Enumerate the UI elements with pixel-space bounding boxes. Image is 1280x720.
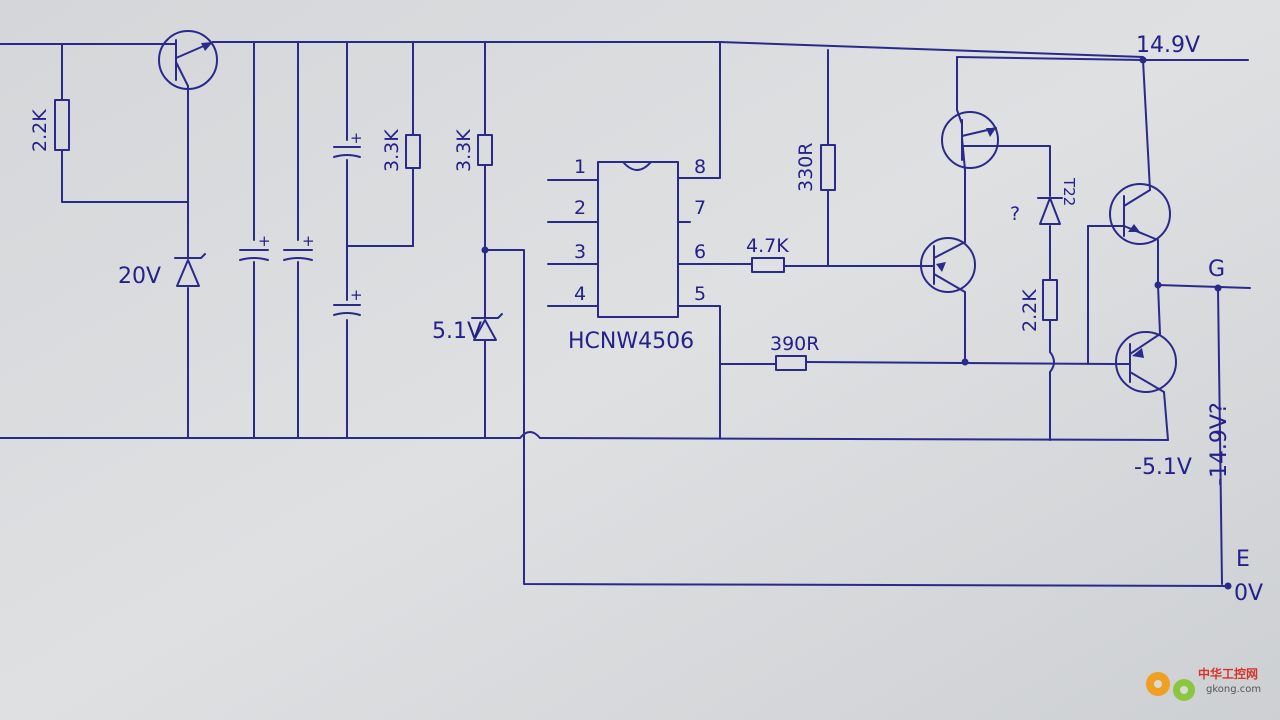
label-diode-mark: ? — [1010, 203, 1020, 225]
capacitor-c1: + — [239, 232, 271, 261]
resistor-r330 — [820, 144, 836, 191]
junction-dot — [1214, 284, 1222, 292]
label-diode-part: T22 — [1060, 177, 1078, 206]
label-r-3k3-a: 3.3K — [381, 129, 403, 172]
zener-5v1 — [471, 313, 503, 341]
junction-dot — [961, 358, 969, 366]
resistor-r33b — [477, 134, 493, 166]
wire-out-upper-collector — [1142, 59, 1151, 191]
watermark: 中华工控网 gkong.com — [1146, 666, 1261, 701]
gear-icon — [1146, 672, 1170, 696]
junction-dot — [481, 246, 489, 254]
transistor-output-upper — [1109, 183, 1171, 245]
ic-pin-3: 3 — [574, 241, 586, 263]
svg-text:+: + — [350, 286, 363, 304]
wire-crossover — [519, 431, 541, 439]
label-r-3k3-b: 3.3K — [453, 129, 475, 172]
transistor-output-lower — [1111, 331, 1177, 393]
gear-icon — [1173, 679, 1195, 701]
ic-pin-4: 4 — [574, 283, 586, 305]
capacitor-c3: + — [333, 129, 363, 158]
ic-pin-8: 8 — [694, 156, 706, 178]
transistor-lower-driver — [920, 237, 976, 293]
wire-rbase-bottom — [61, 149, 189, 203]
ic-pin-5: 5 — [694, 283, 706, 305]
wire-zero-volt-return — [484, 249, 1229, 587]
svg-text:+: + — [258, 232, 271, 250]
junction-dot — [1139, 56, 1147, 64]
ic-part-number: HCNW4506 — [568, 329, 694, 354]
transistor-upper-driver — [941, 109, 1001, 171]
label-r-2k2-right: 2.2K — [1019, 289, 1041, 332]
ic-pin-1: 1 — [574, 156, 586, 178]
label-zener-20v: 20V — [118, 264, 161, 289]
label-r-4k7: 4.7K — [746, 235, 789, 257]
resistor-r47 — [751, 257, 785, 273]
label-r-390: 390R — [770, 333, 819, 355]
wire-g-terminal — [1157, 284, 1251, 289]
watermark-url: gkong.com — [1206, 684, 1261, 695]
label-zener-5v1: 5.1V — [432, 319, 482, 344]
junction-dot — [1224, 582, 1232, 590]
label-r-base: 2.2K — [29, 109, 51, 152]
wire-top-rail-out — [956, 56, 1144, 61]
junction-dot — [1154, 281, 1162, 289]
resistor-r22k-right — [1042, 279, 1058, 321]
watermark-cn: 中华工控网 — [1198, 666, 1258, 681]
label-rail-neg: -5.1V — [1134, 455, 1192, 480]
wire-diode-top — [999, 145, 1051, 197]
junction-dots — [481, 56, 1232, 590]
wires — [0, 41, 1251, 587]
diode-t22 — [1037, 197, 1063, 225]
resistor-r33a — [405, 134, 421, 169]
resistor-rbase — [54, 99, 70, 151]
svg-text:+: + — [350, 129, 363, 147]
wire-pin5 — [677, 305, 721, 439]
wire-pin8 — [677, 41, 721, 179]
pass-transistor — [158, 30, 218, 90]
wire-r390-right — [805, 361, 1113, 365]
zener-20v — [174, 253, 206, 287]
svg-text:+: + — [302, 232, 315, 250]
label-output-e: E — [1236, 547, 1250, 572]
label-rail-top: 14.9V — [1136, 33, 1200, 58]
ic-pin-2: 2 — [574, 197, 586, 219]
resistor-r390 — [775, 355, 807, 371]
ic-pin-6: 6 — [694, 241, 706, 263]
wire-out-lower-collector — [1163, 391, 1169, 441]
wire-hop-right — [1049, 351, 1055, 373]
capacitor-c2: + — [283, 232, 315, 261]
capacitor-c4: + — [333, 286, 363, 316]
label-r-330: 330R — [795, 143, 817, 192]
wire-bottom-rail-right — [539, 437, 1169, 441]
label-output-g: G — [1208, 257, 1225, 282]
ic-optocoupler — [547, 161, 691, 318]
wire-out-lower-emitter — [1157, 284, 1161, 335]
ic-pin-7: 7 — [694, 197, 706, 219]
wire-g-to-e — [1217, 287, 1223, 585]
label-rail-neg-alt: -14.9V? — [1207, 402, 1232, 486]
label-output-0v: 0V — [1234, 581, 1263, 606]
